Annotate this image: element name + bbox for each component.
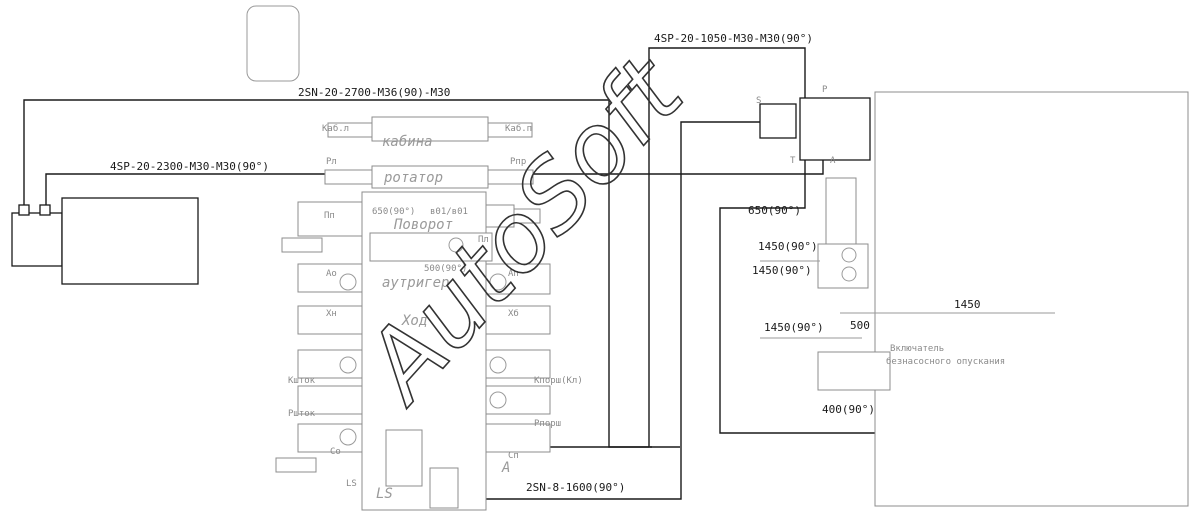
rot-left-label: Рл — [326, 157, 337, 167]
fitting-5-label: 500 — [850, 319, 870, 332]
rshtok-label: Ршток — [288, 409, 316, 419]
hose-label-5: 650(90°) — [748, 204, 801, 217]
port-t-label: T — [790, 156, 796, 166]
right-assembly — [759, 91, 1189, 507]
rot-right-label: Рпр — [510, 157, 526, 167]
cab-right-label: Каб.п — [505, 123, 532, 134]
turn-pp-label: Пп — [324, 211, 335, 221]
outrigger-fitting-label: 500(90°) — [424, 264, 467, 274]
ao-label: Ао — [326, 269, 337, 279]
fitting-2-label: 1450(90°) — [752, 264, 812, 277]
hose-label-1: 2SN-20-2700-M36(90)-M30 — [298, 86, 450, 99]
port-a-label: A — [830, 156, 836, 166]
distributor-block — [275, 116, 551, 511]
port-s-label: S — [756, 96, 761, 106]
cabin-label: кабина — [382, 134, 433, 150]
so-label: Со — [330, 447, 341, 457]
switch-label-line2: безнасосного опускания — [886, 356, 1005, 367]
hb-label: Хб — [508, 308, 519, 319]
kporsh-label: Кпорш(Кл) — [534, 376, 583, 386]
ap-label: Ап — [508, 269, 519, 279]
travel-label: Ход — [401, 313, 427, 329]
turn-fitting-label: 650(90°) — [372, 207, 415, 217]
fitting-1-label: 1450(90°) — [758, 240, 818, 253]
hose-label-4: 2SN-8-1600(90°) — [526, 481, 625, 494]
pump-unit — [11, 197, 199, 285]
fitting-3-label: 1450 — [954, 298, 981, 311]
rotator-label: ротатор — [383, 170, 443, 186]
hose-label-3: 4SP-20-1050-M30-M30(90°) — [654, 32, 813, 45]
fitting-4-label: 1450(90°) — [764, 321, 824, 334]
hn-label: Хн — [326, 309, 337, 319]
sp-label: Сп — [508, 451, 519, 461]
turn-label: Поворот — [393, 217, 453, 233]
hose-lines — [23, 47, 876, 500]
fitting-6-label: 400(90°) — [822, 403, 875, 416]
ls-label: LS — [376, 486, 393, 502]
hose-label-2: 4SP-20-2300-M30-M30(90°) — [110, 160, 269, 173]
turn-code-label: в01/в01 — [430, 207, 468, 217]
ls-side-label: LS — [346, 479, 357, 489]
rporsh-label: Рпорш — [534, 419, 561, 429]
turn-pl-label: Пл — [478, 235, 489, 245]
kshtok-label: Кшток — [288, 376, 316, 386]
panel-outline — [246, 5, 300, 82]
outrigger-label: аутригер — [382, 275, 449, 291]
switch-label-line1: Включатель — [890, 344, 944, 354]
cab-left-label: Каб.л — [322, 123, 349, 134]
port-p-label: P — [822, 85, 828, 95]
a-label: A — [501, 460, 510, 476]
